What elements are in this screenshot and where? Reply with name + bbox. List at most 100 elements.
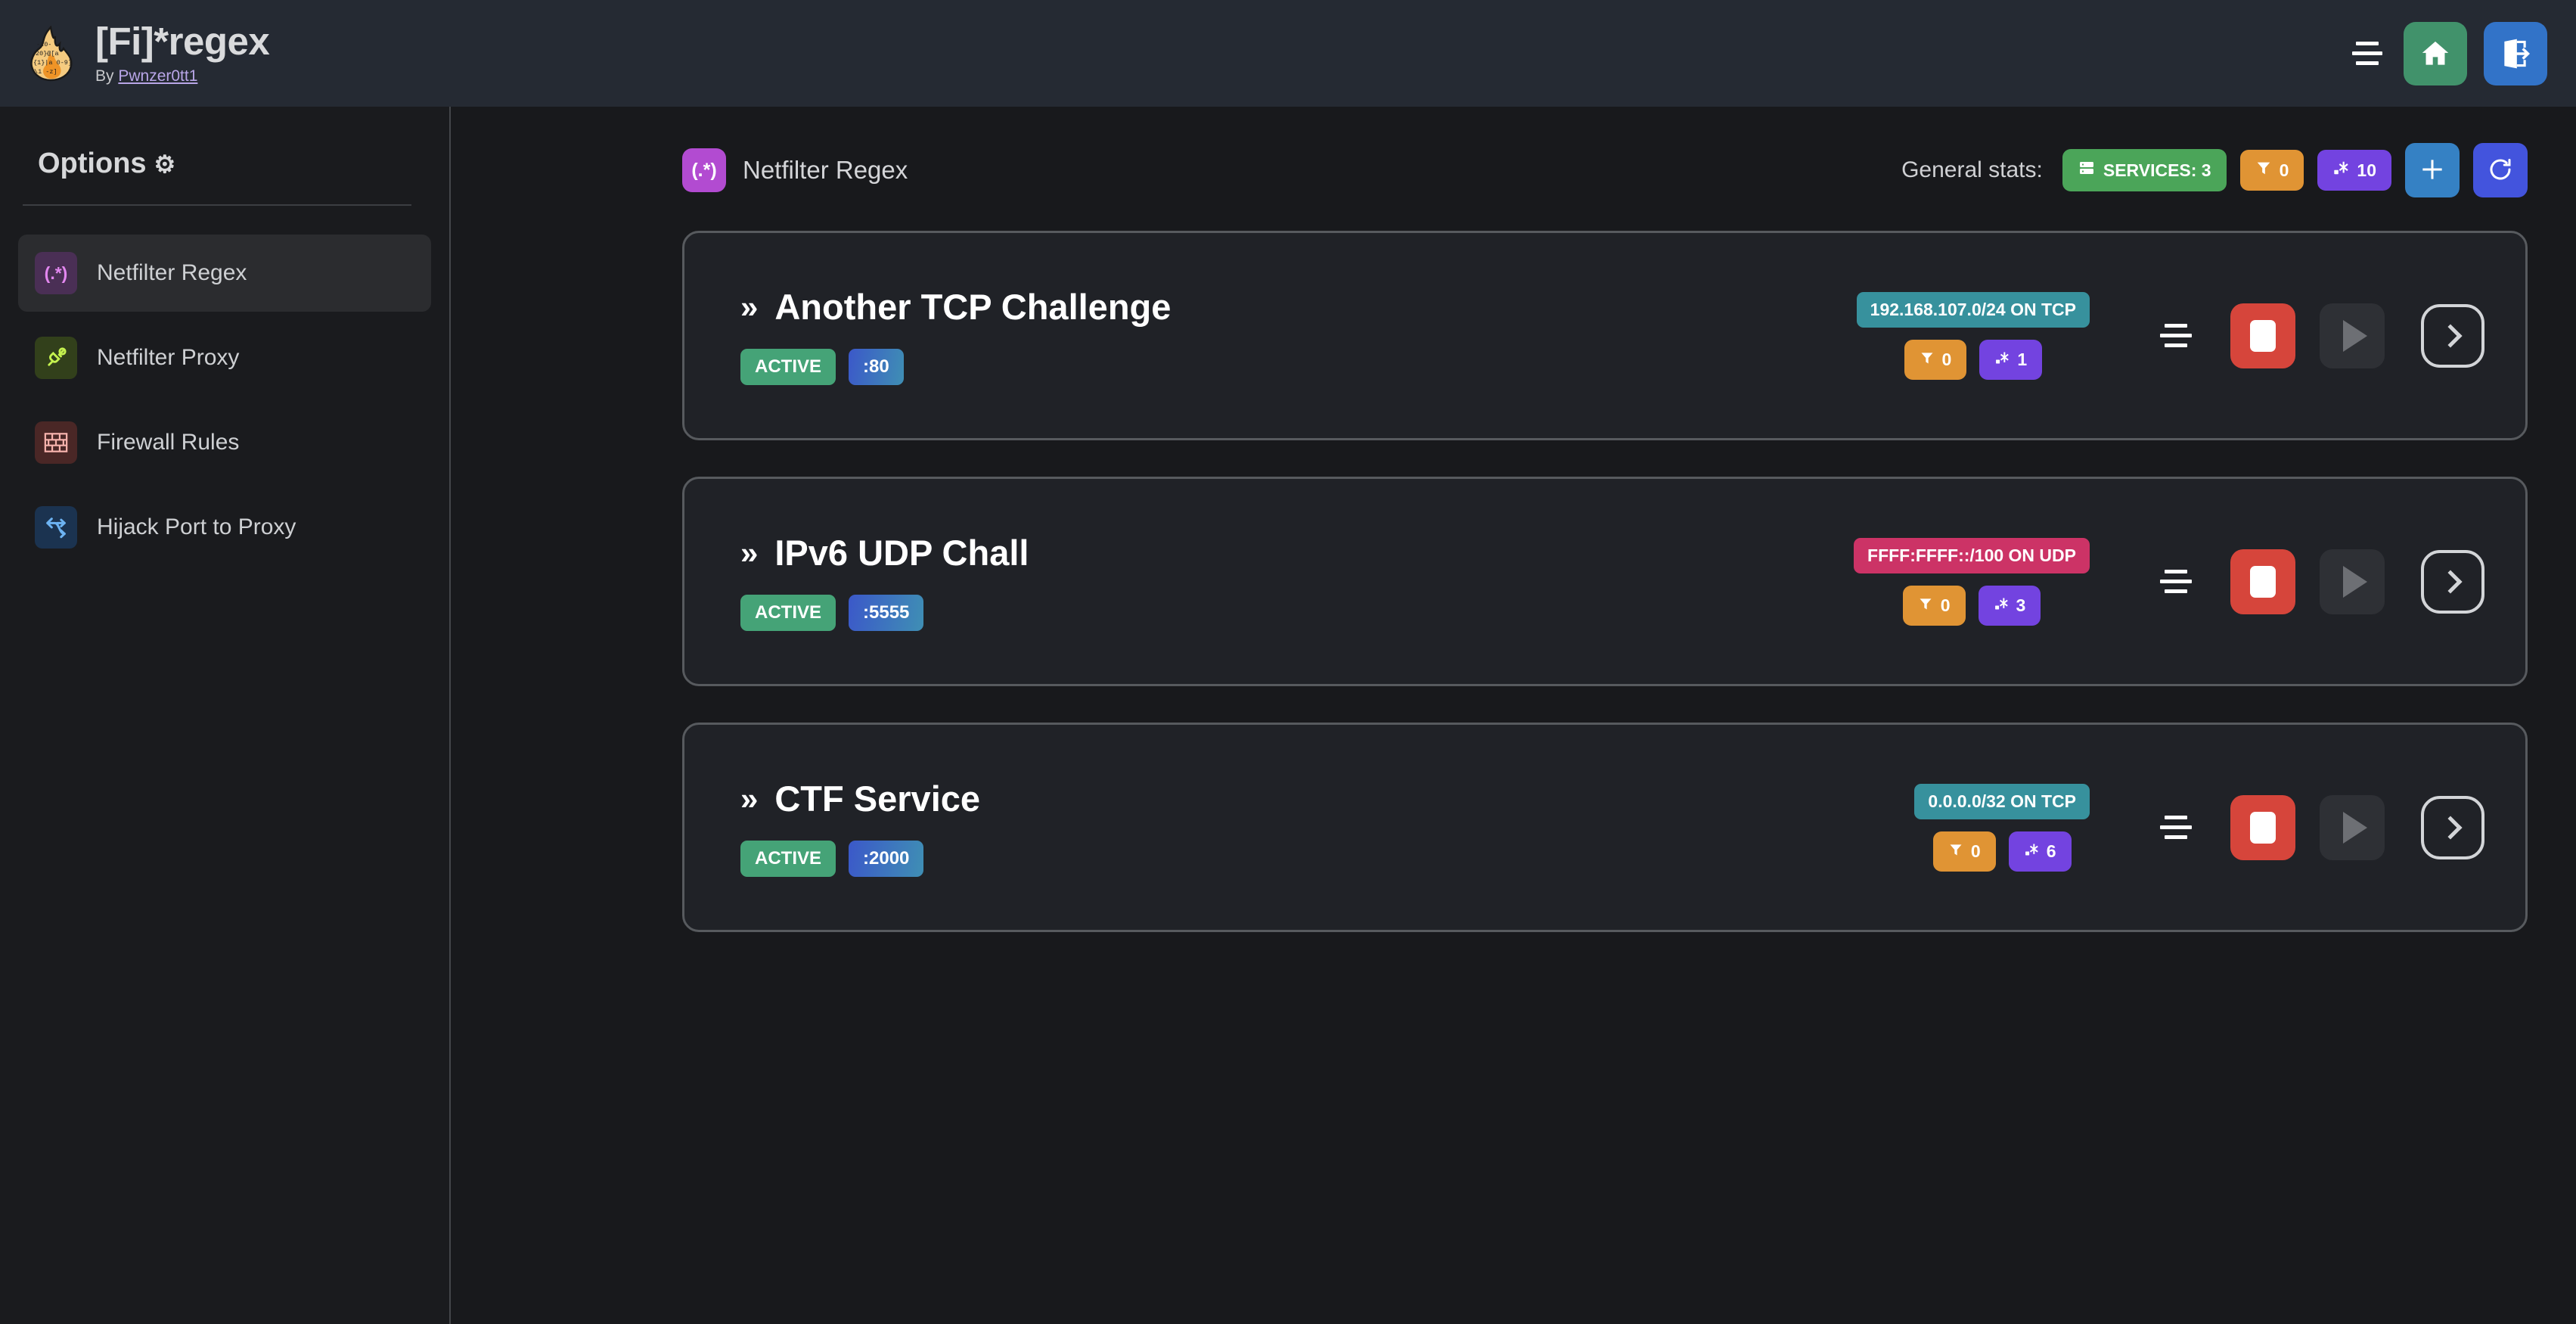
status-badge-services: SERVICES: 3 (2062, 149, 2227, 191)
general-stats-label: General stats: (1901, 157, 2043, 182)
svg-text:-z0-: -z0- (36, 41, 51, 48)
sidebar-title: Options ⚙ (0, 107, 449, 180)
add-service-button[interactable] (2405, 143, 2460, 197)
filters-count-label: 0 (1940, 595, 1951, 615)
regex-icon: (.*) (682, 148, 726, 192)
service-network-stats: 0.0.0.0/32 ON TCP 0 6 (1914, 783, 2090, 872)
regex-icon (1994, 595, 2009, 616)
service-card[interactable]: » CTF Service ACTIVE :2000 0.0.0.0/32 ON… (682, 723, 2528, 932)
network-badge: FFFF:FFFF::/100 ON UDP (1854, 537, 2090, 573)
service-card[interactable]: » Another TCP Challenge ACTIVE :80 192.1… (682, 231, 2528, 440)
play-button[interactable] (2320, 549, 2385, 614)
play-icon (2342, 319, 2367, 352)
stop-button[interactable] (2230, 794, 2295, 860)
chevron-double-right-icon: » (740, 780, 759, 816)
header-actions (2348, 21, 2576, 85)
filters-count-label: 0 (1941, 349, 1952, 369)
sidebar-item-label: Firewall Rules (97, 430, 240, 455)
sidebar-item-netfilter-regex[interactable]: (.*) Netfilter Regex (18, 235, 431, 312)
service-network-stats: 192.168.107.0/24 ON TCP 0 1 (1856, 291, 2090, 380)
regex-icon (1994, 350, 2010, 370)
status-badge: ACTIVE (740, 841, 836, 877)
open-service-button[interactable] (2421, 795, 2484, 859)
author-line: By Pwnzer0tt1 (95, 67, 269, 85)
proxy-plug-icon (35, 337, 77, 379)
gear-icon: ⚙ (154, 150, 176, 178)
network-badge: 192.168.107.0/24 ON TCP (1856, 291, 2090, 328)
sidebar-item-hijack-port-to-proxy[interactable]: Hijack Port to Proxy (18, 489, 431, 566)
status-badge: ACTIVE (740, 349, 836, 385)
stop-button[interactable] (2230, 549, 2295, 614)
play-icon (2342, 811, 2367, 844)
service-name: CTF Service (774, 779, 981, 819)
sidebar: Options ⚙ (.*) Netfilter Regex Netfilter… (0, 107, 451, 1324)
service-tags: ACTIVE :2000 (740, 841, 980, 877)
filter-icon (1918, 595, 1933, 616)
brand-text: [Fi]*regex By Pwnzer0tt1 (95, 22, 270, 85)
logout-icon (2499, 37, 2532, 70)
sidebar-item-label: Netfilter Regex (97, 260, 247, 285)
status-badge-filters: 0 (1902, 585, 1966, 626)
list-icon[interactable] (2156, 319, 2196, 353)
status-badge-filters: 0 (1904, 339, 1967, 380)
flame-regex-logo: -z0- 20}@[a {1}|a 0-9] \1 -z] (26, 24, 76, 82)
play-button[interactable] (2320, 794, 2385, 860)
service-card[interactable]: » IPv6 UDP Chall ACTIVE :5555 FFFF:FFFF:… (682, 477, 2528, 686)
play-button[interactable] (2320, 303, 2385, 368)
stop-button[interactable] (2230, 303, 2295, 368)
service-title: » CTF Service (740, 778, 980, 819)
stop-icon (2250, 811, 2276, 844)
chevron-double-right-icon: » (740, 288, 759, 325)
stop-icon (2250, 565, 2276, 598)
regex-icon (2332, 160, 2349, 181)
regex-icon: (.*) (35, 252, 77, 294)
status-badge: ACTIVE (740, 595, 836, 631)
general-stats: General stats: SERVICES: 3 0 10 (1901, 143, 2528, 197)
status-badge-regexes: 6 (2008, 831, 2072, 872)
service-tags: ACTIVE :5555 (740, 595, 1029, 631)
regexes-count-label: 3 (2016, 595, 2026, 615)
service-info: » IPv6 UDP Chall ACTIVE :5555 (740, 532, 1029, 631)
logout-button[interactable] (2484, 21, 2547, 85)
sidebar-item-netfilter-proxy[interactable]: Netfilter Proxy (18, 319, 431, 396)
status-badge-regexes: 3 (1978, 585, 2041, 626)
sidebar-item-firewall-rules[interactable]: Firewall Rules (18, 404, 431, 481)
filter-icon (2255, 160, 2272, 181)
status-badge-regexes: 10 (2317, 150, 2391, 191)
service-info: » CTF Service ACTIVE :2000 (740, 778, 980, 877)
list-icon[interactable] (2156, 565, 2196, 598)
network-badge: 0.0.0.0/32 ON TCP (1914, 783, 2090, 819)
status-badge-filters: 0 (2239, 150, 2304, 191)
server-icon (2078, 159, 2096, 182)
home-button[interactable] (2404, 21, 2467, 85)
service-counters: 0 1 (1904, 339, 2043, 380)
services-count-label: SERVICES: 3 (2103, 160, 2211, 180)
refresh-button[interactable] (2473, 143, 2528, 197)
svg-text:20}@[a: 20}@[a (36, 50, 59, 57)
service-list: » Another TCP Challenge ACTIVE :80 192.1… (452, 231, 2576, 932)
service-counters: 0 6 (1932, 831, 2072, 872)
filter-icon (1920, 350, 1935, 370)
plus-icon (2418, 155, 2447, 186)
play-icon (2342, 565, 2367, 598)
sidebar-nav: (.*) Netfilter Regex Netfilter Proxy Fir… (0, 206, 449, 566)
service-name: IPv6 UDP Chall (774, 533, 1029, 573)
list-icon[interactable] (2156, 811, 2196, 844)
regexes-count-label: 1 (2017, 349, 2028, 369)
port-badge: :80 (849, 349, 904, 385)
by-prefix: By (95, 67, 119, 85)
service-actions: FFFF:FFFF::/100 ON UDP 0 3 (1854, 537, 2484, 626)
author-link[interactable]: Pwnzer0tt1 (118, 67, 198, 85)
main-content: (.*) Netfilter Regex General stats: SERV… (452, 107, 2576, 1324)
regex-icon (2024, 841, 2039, 862)
hamburger-menu-icon[interactable] (2348, 37, 2387, 70)
main-page-title: Netfilter Regex (743, 156, 908, 184)
open-service-button[interactable] (2421, 303, 2484, 368)
port-badge: :5555 (849, 595, 924, 631)
open-service-button[interactable] (2421, 549, 2484, 614)
port-badge: :2000 (849, 841, 924, 877)
status-badge-filters: 0 (1932, 831, 1996, 872)
service-actions: 0.0.0.0/32 ON TCP 0 6 (1914, 783, 2484, 872)
service-actions: 192.168.107.0/24 ON TCP 0 1 (1856, 291, 2484, 380)
service-counters: 0 3 (1902, 585, 2041, 626)
